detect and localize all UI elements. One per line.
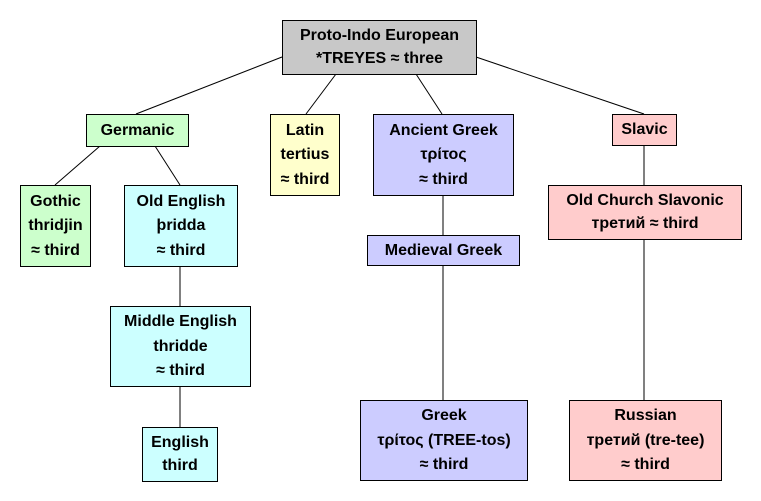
node-text-line: English xyxy=(151,433,209,451)
node-text-line: Ancient Greek xyxy=(389,121,498,139)
node-text-line: Latin xyxy=(285,121,325,139)
node-text-line: Germanic xyxy=(100,121,175,139)
node-latin: Latin tertius ≈ third xyxy=(270,114,340,196)
node-text-line: Gothic xyxy=(30,192,81,210)
edge-pie-slavic xyxy=(475,56,645,115)
edge-pie-germanic xyxy=(135,56,283,115)
node-text-line: третий ≈ third xyxy=(591,215,699,233)
node-old-english: Old English þridda ≈ third xyxy=(124,185,238,267)
node-text-line: Slavic xyxy=(621,121,668,138)
node-text-line: τρίτος xyxy=(420,146,467,163)
edge-pie-latin xyxy=(305,73,337,115)
node-medieval-greek: Medieval Greek xyxy=(367,235,520,266)
node-text-line: Middle English xyxy=(124,313,237,331)
node-text-line: третий (tre-tee) xyxy=(586,431,705,449)
node-text-line: Old Church Slavonic xyxy=(566,191,724,209)
node-old-church-slavonic: Old Church Slavonic третий ≈ third xyxy=(548,185,742,240)
node-text-line: ≈ third xyxy=(156,361,205,379)
node-germanic: Germanic xyxy=(86,114,189,147)
edge-germanic-gothic xyxy=(54,145,101,186)
node-proto-indo-european: Proto-Indo European *TREYES ≈ three xyxy=(282,20,477,75)
node-text-line: ≈ third xyxy=(280,170,330,188)
node-text-line: þridda xyxy=(156,217,206,234)
node-text-line: Russian xyxy=(614,407,677,425)
node-slavic: Slavic xyxy=(612,114,677,146)
node-text-line: ≈ third xyxy=(31,241,80,259)
node-text-line: ≈ third xyxy=(419,170,468,188)
node-text-line: Old English xyxy=(136,192,226,210)
node-ancient-greek: Ancient Greek τρίτος ≈ third xyxy=(373,114,514,196)
node-text-line: thridjin xyxy=(28,217,83,234)
node-text-line: thridde xyxy=(153,337,208,355)
node-text-line: Greek xyxy=(421,407,467,425)
node-middle-english: Middle English thridde ≈ third xyxy=(110,306,251,387)
node-english: English third xyxy=(142,427,218,482)
node-gothic: Gothic thridjin ≈ third xyxy=(20,185,91,267)
node-text-line: ≈ third xyxy=(156,241,206,259)
node-text-line: third xyxy=(162,457,198,475)
node-text-line: tertius xyxy=(280,146,330,163)
node-text-line: ≈ third xyxy=(621,455,670,473)
edge-pie-ancient-greek xyxy=(415,73,443,115)
node-text-line: ≈ third xyxy=(419,455,469,473)
node-greek: Greek τρίτος (TREE-tos) ≈ third xyxy=(360,400,528,481)
node-text-line: Medieval Greek xyxy=(384,241,503,259)
node-text-line: *TREYES ≈ three xyxy=(315,50,444,68)
node-text-line: τρίτος (TREE-tos) xyxy=(377,431,511,449)
edge-germanic-old-english xyxy=(154,145,181,186)
node-russian: Russian третий (tre-tee) ≈ third xyxy=(569,400,722,481)
node-text-line: Proto-Indo European xyxy=(299,26,460,44)
